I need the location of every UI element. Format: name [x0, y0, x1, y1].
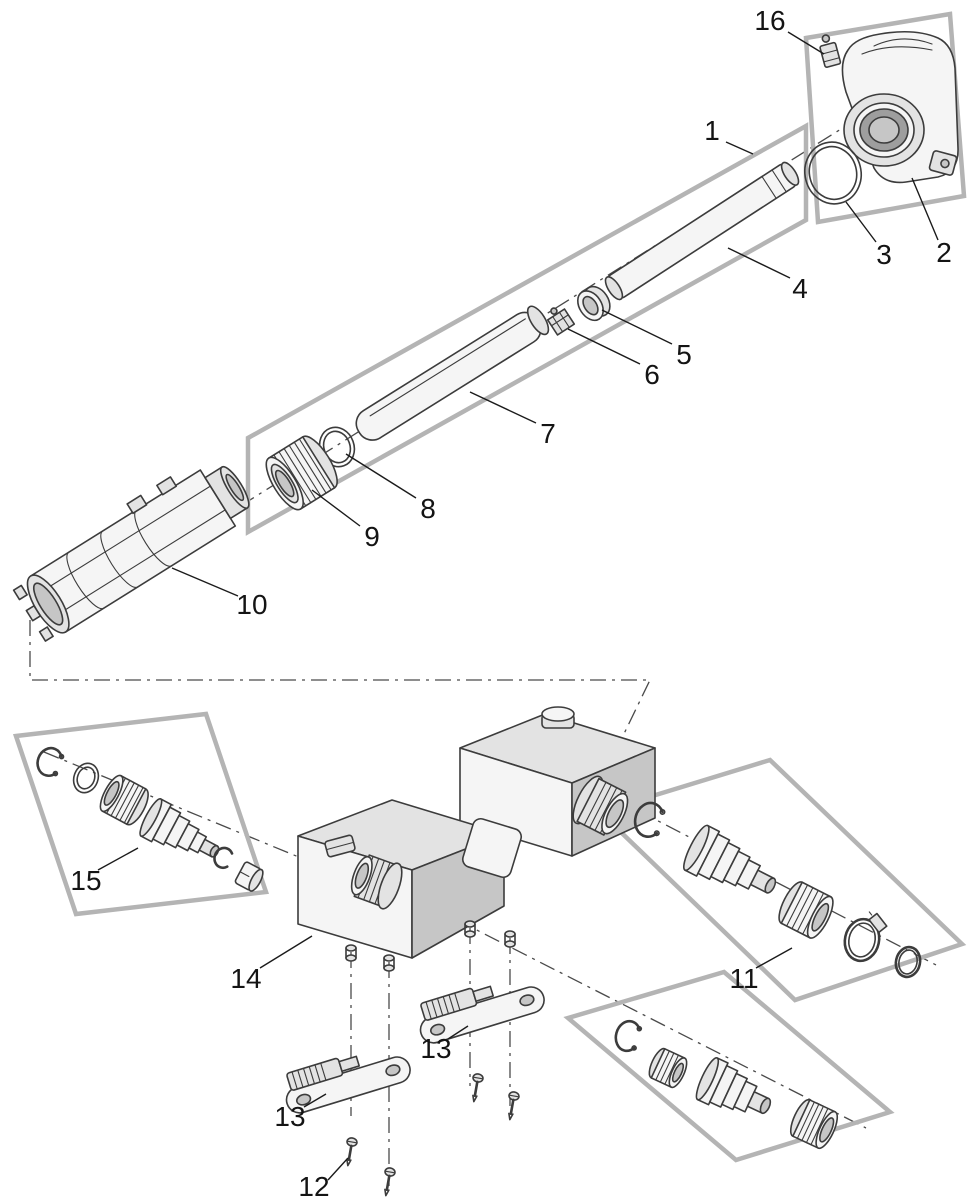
leader-lines — [97, 31, 939, 1181]
part-6-clamp — [546, 307, 576, 336]
hose-clamp — [843, 911, 888, 963]
label-7: 7 — [540, 418, 556, 449]
cap-nut — [648, 1047, 688, 1089]
label-13-upper: 13 — [420, 1033, 451, 1064]
housing-left-port — [350, 854, 403, 910]
label-1: 1 — [704, 115, 720, 146]
end-cap — [234, 861, 264, 892]
part-7-quartz-tube — [355, 305, 550, 441]
c-clip — [36, 746, 65, 777]
part-2-uv-head-unit — [841, 30, 959, 184]
part-15-hose-kit-left — [36, 746, 264, 892]
part-10-cage — [12, 465, 250, 642]
group-box-hose-kit-right — [595, 757, 967, 1003]
c-clip — [633, 801, 666, 838]
label-10: 10 — [236, 589, 267, 620]
knurled-nut — [778, 881, 834, 939]
part-5-ring — [576, 285, 611, 322]
part-14-housing — [297, 706, 656, 972]
part-11-hose-kit-right — [633, 801, 922, 979]
label-4: 4 — [792, 273, 808, 304]
label-5: 5 — [676, 339, 692, 370]
hose-kit-bottom — [614, 1019, 839, 1150]
label-6: 6 — [644, 359, 660, 390]
label-11: 11 — [729, 963, 758, 994]
part-4-tube — [604, 161, 800, 301]
flat-ring — [72, 762, 100, 794]
group-box-head-unit — [803, 11, 967, 225]
label-15: 15 — [70, 865, 101, 896]
part-16-clip — [819, 34, 842, 69]
part-13-clamp-upper — [419, 985, 545, 1044]
housing-top-cap — [541, 706, 575, 729]
small-c-clip — [213, 846, 234, 870]
label-16: 16 — [754, 5, 785, 36]
housing-right-port — [572, 775, 629, 836]
group-box-tube-assembly — [245, 122, 809, 536]
label-2: 2 — [936, 237, 952, 268]
part-12-screws — [346, 1073, 520, 1197]
cable-gland — [928, 150, 958, 176]
housing-latch — [324, 834, 356, 858]
knurled-nut — [99, 774, 149, 826]
hose-tail — [695, 1057, 772, 1115]
mounting-pegs — [345, 920, 516, 972]
hose-tail — [683, 824, 777, 894]
hose-tail — [139, 798, 220, 858]
group-box-hose-kit-left — [12, 711, 270, 917]
part-3-o-ring — [804, 141, 862, 205]
c-clip — [614, 1019, 643, 1053]
label-8: 8 — [420, 493, 436, 524]
label-14: 14 — [230, 963, 261, 994]
housing-label-plate — [461, 817, 523, 879]
knurled-nut — [789, 1098, 839, 1150]
part-9-union-nut — [265, 435, 338, 511]
small-clamp-ring — [894, 945, 922, 979]
label-12: 12 — [298, 1171, 329, 1200]
label-3: 3 — [876, 239, 892, 270]
label-13-lower: 13 — [274, 1101, 305, 1132]
label-9: 9 — [364, 521, 380, 552]
group-box-hose-kit-bottom — [563, 969, 895, 1163]
